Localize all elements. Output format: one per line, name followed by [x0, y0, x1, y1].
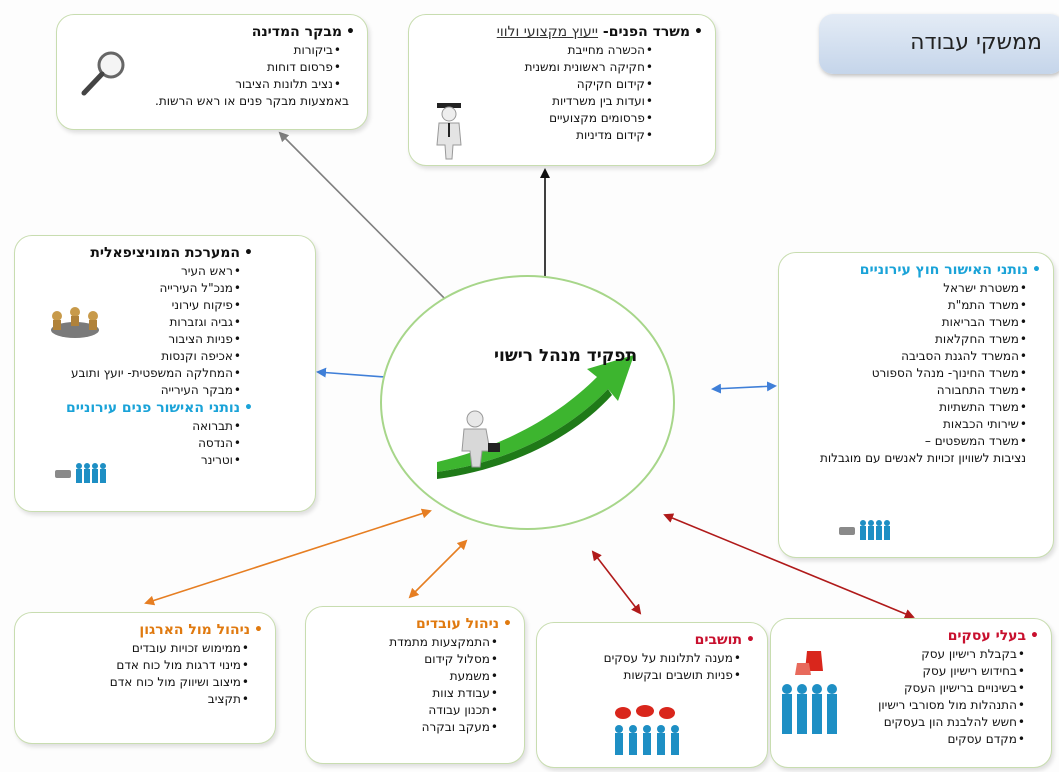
- people-group-icon: [839, 520, 890, 540]
- comptroller-note: באמצעות מבקר פנים או ראש הרשות.: [155, 94, 349, 108]
- arrow-org: [144, 508, 432, 606]
- list-item: התנהלות מול מסורבי רישיון: [783, 697, 1025, 714]
- org-title: ניהול מול הארגון: [139, 622, 251, 638]
- business-people-icon: [782, 651, 837, 734]
- list-item: תברואה: [27, 418, 241, 435]
- interior-subtitle: ייעוץ מקצועי ולווי: [496, 24, 599, 40]
- list-item: פניות תושבים ובקשות: [549, 667, 741, 684]
- list-item: שירותי הכבאות: [791, 416, 1027, 433]
- list-item: קידום מדיניות: [421, 127, 653, 144]
- list-item: בקבלת רישיון עסק: [783, 646, 1025, 663]
- list-item: ממימוש זכויות עובדים: [27, 640, 249, 657]
- list-item: משרד החקלאות: [791, 331, 1027, 348]
- list-item: משמעת: [318, 668, 498, 685]
- list-item: ביקורות: [69, 42, 341, 59]
- arrow-residents: [591, 550, 642, 615]
- list-item: משטרת ישראל: [791, 280, 1027, 297]
- list-item: חשש להלבנת הון בעסקים: [783, 714, 1025, 731]
- list-item: משרד התמ"ת: [791, 297, 1027, 314]
- list-item: מנכ"ל העירייה: [27, 280, 241, 297]
- list-item: בשינויים ברישיון העסק: [783, 680, 1025, 697]
- growth-arrow-icon: [437, 355, 634, 479]
- box-business: •בעלי עסקים בקבלת רישיון עסק בחידוש רישי…: [770, 618, 1052, 768]
- list-item: בחידוש רישיון עסק: [783, 663, 1025, 680]
- list-item: מקדם עסקים: [783, 731, 1025, 748]
- list-item: משרד התשתיות: [791, 399, 1027, 416]
- magnifier-icon: [81, 51, 125, 96]
- interior-list: הכשרה מחייבת חקיקה ראשונית ומשנית קידום …: [421, 42, 703, 144]
- people-group-icon: [55, 463, 106, 483]
- residents-crowd-icon: [615, 705, 679, 755]
- list-item: משרד המשפטים –: [791, 433, 1027, 450]
- list-item: משרד החינוך- מנהל הספורט: [791, 365, 1027, 382]
- employees-list: התמקצעות מתמדת מסלול קידום משמעת עבודת צ…: [318, 634, 512, 736]
- box-comptroller: •מבקר המדינה ביקורות פרסום דוחות נציב תל…: [56, 14, 368, 130]
- list-item: נציב תלונות הציבור: [69, 76, 341, 93]
- box-external: •נותני האישור חוץ עירוניים משטרת ישראל מ…: [778, 252, 1054, 558]
- list-item: אכיפה וקנסות: [27, 348, 241, 365]
- list-item: פרסום דוחות: [69, 59, 341, 76]
- list-item-continuation: נציבות לשוויון זכויות לאנשים עם מוגבלות: [819, 451, 1026, 465]
- list-item: מעקב ובקרה: [318, 719, 498, 736]
- center-circle: [380, 275, 675, 530]
- list-item: קידום חקיקה: [421, 76, 653, 93]
- list-item: משרד התחבורה: [791, 382, 1027, 399]
- list-item: מיצוב ושיווק מול כוח אדם: [27, 674, 249, 691]
- list-item: ועדות בין משרדיות: [421, 93, 653, 110]
- arrow-business: [663, 513, 915, 619]
- interior-title: משרד הפנים-: [602, 24, 691, 40]
- list-item: מבקר העירייה: [27, 382, 241, 399]
- list-item: משרד הבריאות: [791, 314, 1027, 331]
- org-list: ממימוש זכויות עובדים מינוי דרגות מול כוח…: [27, 640, 263, 708]
- business-list: בקבלת רישיון עסק בחידוש רישיון עסק בשינו…: [783, 646, 1039, 748]
- list-item: מענה לתלונות על עסקים: [549, 650, 741, 667]
- external-title: נותני האישור חוץ עירוניים: [859, 262, 1029, 278]
- list-item: ראש העיר: [27, 263, 241, 280]
- comptroller-title: מבקר המדינה: [251, 24, 343, 40]
- arrow-comptroller: [278, 131, 470, 324]
- municipal-internal-list: תברואה הנדסה וטרינר: [27, 418, 303, 469]
- list-item: וטרינר: [27, 452, 241, 469]
- box-residents: •תושבים מענה לתלונות על עסקים פניות תושב…: [536, 622, 768, 768]
- list-item: פיקוח עירוני: [27, 297, 241, 314]
- comptroller-list: ביקורות פרסום דוחות נציב תלונות הציבור: [69, 42, 355, 93]
- list-item: תכנון עבודה: [318, 702, 498, 719]
- page-title: ממשקי עבודה: [819, 14, 1059, 74]
- residents-list: מענה לתלונות על עסקים פניות תושבים ובקשו…: [549, 650, 755, 684]
- box-employees: •ניהול עובדים התמקצעות מתמדת מסלול קידום…: [305, 606, 525, 764]
- list-item: המשרד להגנת הסביבה: [791, 348, 1027, 365]
- arrow-employees: [408, 539, 468, 599]
- list-item: פניות הציבור: [27, 331, 241, 348]
- business-title: בעלי עסקים: [947, 628, 1027, 644]
- box-municipal: •המערכת המוניציפאלית ראש העיר מנכ"ל העיר…: [14, 235, 316, 512]
- list-item: המחלקה המשפטית- יועץ ותובע: [27, 365, 241, 382]
- municipal-internal-title: נותני האישור פנים עירוניים: [66, 400, 241, 416]
- meeting-table-icon: [51, 307, 99, 338]
- residents-title: תושבים: [694, 632, 743, 648]
- list-item: הנדסה: [27, 435, 241, 452]
- list-item: חקיקה ראשונית ומשנית: [421, 59, 653, 76]
- list-item: הכשרה מחייבת: [421, 42, 653, 59]
- municipal-title: המערכת המוניציפאלית: [90, 245, 241, 261]
- list-item: עבודת צוות: [318, 685, 498, 702]
- list-item: התמקצעות מתמדת: [318, 634, 498, 651]
- box-org: •ניהול מול הארגון ממימוש זכויות עובדים מ…: [14, 612, 276, 744]
- list-item: תקציב: [27, 691, 249, 708]
- municipal-list: ראש העיר מנכ"ל העירייה פיקוח עירוני גביה…: [27, 263, 303, 399]
- box-interior: •משרד הפנים- ייעוץ מקצועי ולווי הכשרה מח…: [408, 14, 716, 166]
- list-item: מסלול קידום: [318, 651, 498, 668]
- businessman-icon: [461, 410, 500, 468]
- list-item: גביה וגזברות: [27, 314, 241, 331]
- list-item: מינוי דרגות מול כוח אדם: [27, 657, 249, 674]
- list-item: פרסומים מקצועיים: [421, 110, 653, 127]
- graduate-figure-icon: [436, 103, 462, 160]
- employees-title: ניהול עובדים: [416, 616, 500, 632]
- arrow-external: [711, 381, 777, 394]
- external-list: משטרת ישראל משרד התמ"ת משרד הבריאות משרד…: [791, 280, 1041, 467]
- center-title: תפקיד מנהל רישוי: [494, 346, 638, 366]
